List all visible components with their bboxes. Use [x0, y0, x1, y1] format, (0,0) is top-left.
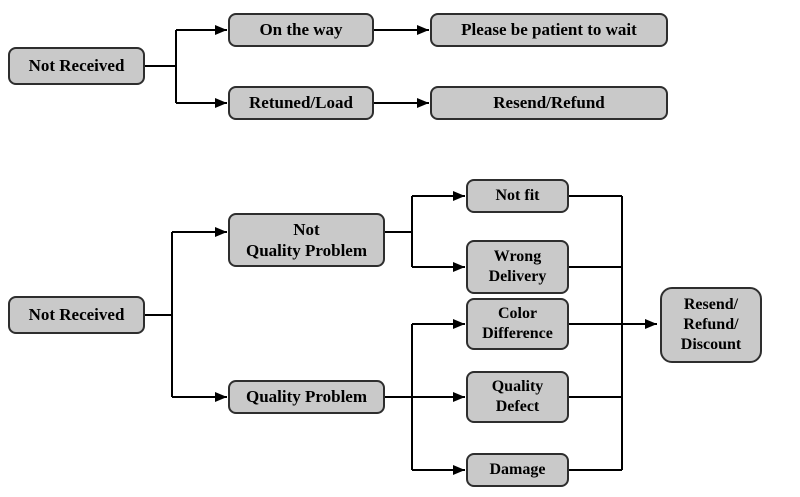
connector-top-root-split [145, 30, 177, 103]
node-not-received-top: Not Received [8, 47, 145, 85]
connector-bottom-root-split [145, 232, 173, 397]
node-not-quality-problem: Not Quality Problem [228, 213, 385, 267]
connector-nqp-split [385, 196, 413, 267]
node-resend-refund: Resend/Refund [430, 86, 668, 120]
node-on-the-way: On the way [228, 13, 374, 47]
connector-qp-split [385, 324, 413, 470]
node-wrong-delivery: Wrong Delivery [466, 240, 569, 294]
node-quality-problem: Quality Problem [228, 380, 385, 414]
node-not-received-bottom: Not Received [8, 296, 145, 334]
node-retuned-load: Retuned/Load [228, 86, 374, 120]
node-please-be-patient: Please be patient to wait [430, 13, 668, 47]
node-damage: Damage [466, 453, 569, 487]
node-color-difference: Color Difference [466, 298, 569, 350]
node-not-fit: Not fit [466, 179, 569, 213]
node-resend-refund-discount: Resend/ Refund/ Discount [660, 287, 762, 363]
connector-collector-stubs [569, 195, 622, 471]
node-quality-defect: Quality Defect [466, 371, 569, 423]
